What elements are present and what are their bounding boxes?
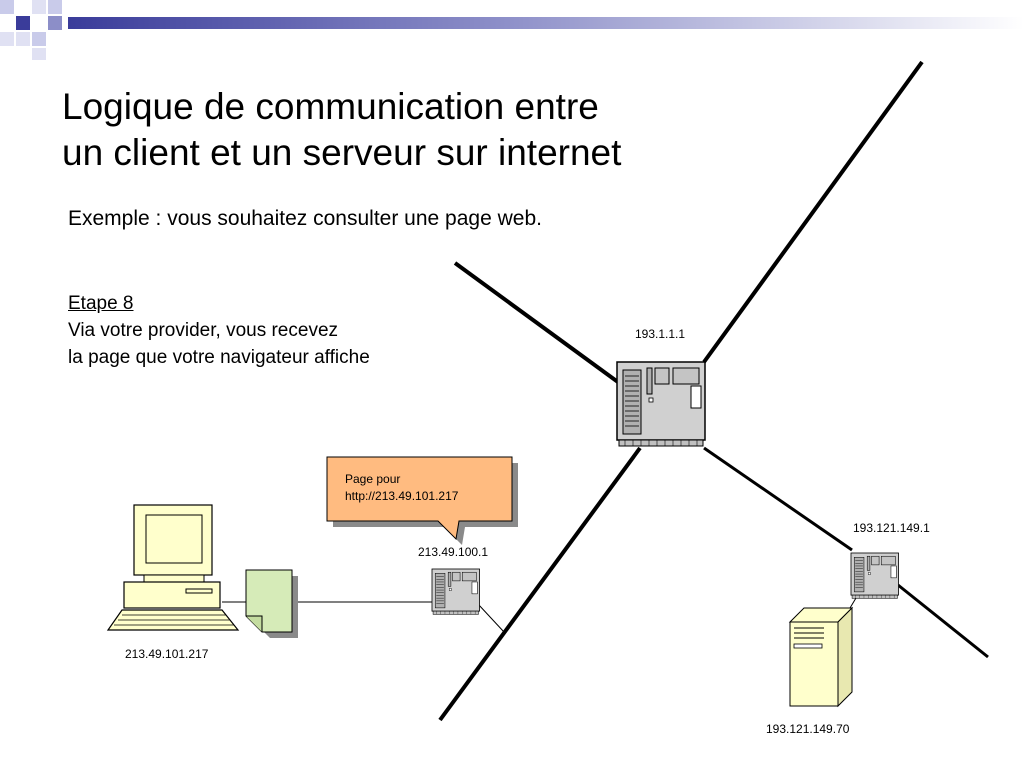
link-backbone-bottom xyxy=(438,446,642,722)
link-backbone-top xyxy=(702,60,924,364)
client-computer: 213.49.101.217 xyxy=(106,504,240,661)
link-provider-to-backbone xyxy=(477,603,505,633)
server-tower-icon xyxy=(788,606,854,708)
core-router: 193.1.1.1 xyxy=(616,327,706,447)
router-icon xyxy=(616,361,706,447)
web-server-ip: 193.121.149.70 xyxy=(766,722,850,736)
link-core-to-server-router xyxy=(703,446,853,552)
provider-router-ip: 213.49.100.1 xyxy=(418,545,488,559)
step-description: Etape 8 Via votre provider, vous recevez… xyxy=(68,290,370,371)
provider-router: 213.49.100.1 xyxy=(418,545,488,615)
router-icon xyxy=(431,568,480,615)
document xyxy=(245,569,298,638)
message-bubble: Page pour http://213.49.101.217 xyxy=(326,456,518,545)
title-line-2: un client et un serveur sur internet xyxy=(62,132,622,173)
step-title: Etape 8 xyxy=(68,293,134,314)
server-router-ip: 193.121.149.1 xyxy=(853,521,930,535)
header-decoration xyxy=(0,0,1024,60)
router-icon xyxy=(850,552,899,599)
title-line-1: Logique de communication entre xyxy=(62,86,599,127)
web-server: 193.121.149.70 xyxy=(766,606,854,736)
bubble-line-1: Page pour xyxy=(345,472,400,486)
client-ip: 213.49.101.217 xyxy=(125,647,209,661)
core-router-ip: 193.1.1.1 xyxy=(635,327,685,341)
example-subtitle: Exemple : vous souhaitez consulter une p… xyxy=(68,207,542,230)
desktop-computer-icon xyxy=(106,504,240,631)
network-links xyxy=(222,60,989,722)
link-server-segment xyxy=(897,583,989,659)
bubble-line-2: http://213.49.101.217 xyxy=(345,489,459,503)
step-line-1: Via votre provider, vous recevez xyxy=(68,320,339,341)
slide-title: Logique de communication entre un client… xyxy=(62,84,782,176)
server-router: 193.121.149.1 xyxy=(850,521,930,599)
document-icon xyxy=(245,569,298,638)
link-backbone-left xyxy=(453,261,624,387)
step-line-2: la page que votre navigateur affiche xyxy=(68,347,370,368)
